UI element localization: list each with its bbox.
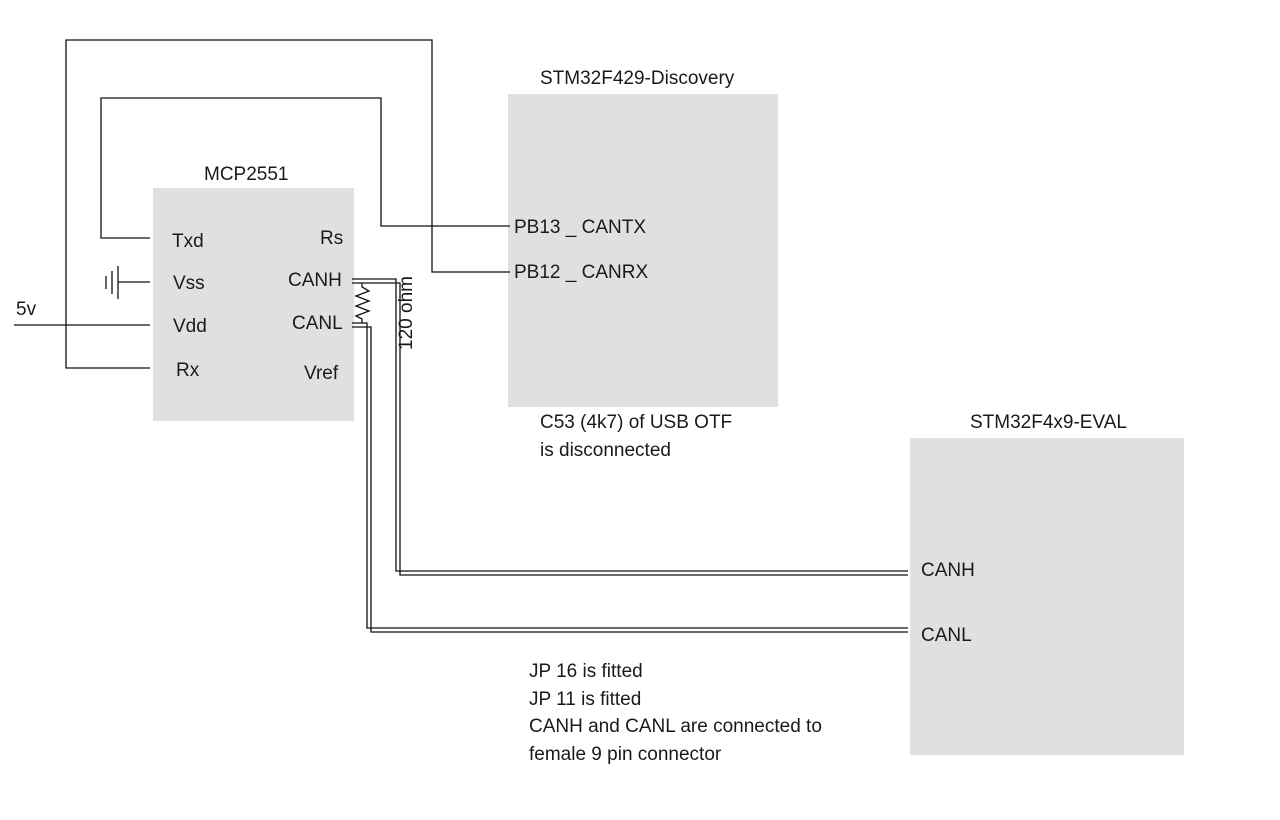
wire-canh-a bbox=[352, 278, 908, 572]
eval-pin-canl: CANL bbox=[921, 625, 972, 646]
pin-pb13-cantx: PB13 _ CANTX bbox=[514, 217, 646, 238]
resistor-label: 120 ohm bbox=[395, 276, 417, 350]
pin-vref: Vref bbox=[304, 363, 339, 384]
discovery-title: STM32F429-Discovery bbox=[540, 68, 735, 89]
discovery-note: C53 (4k7) of USB OTF is disconnected bbox=[540, 409, 732, 464]
wire-canl-a bbox=[352, 322, 908, 629]
supply-label: 5v bbox=[16, 299, 37, 320]
bottom-note-line: female 9 pin connector bbox=[529, 743, 722, 765]
mcp2551-title: MCP2551 bbox=[204, 164, 289, 185]
pin-vdd: Vdd bbox=[173, 316, 207, 337]
discovery-board bbox=[508, 94, 778, 407]
eval-board bbox=[910, 438, 1184, 755]
pin-vss: Vss bbox=[173, 273, 205, 294]
bottom-note: JP 16 is fitted JP 11 is fitted CANH and… bbox=[529, 658, 822, 768]
pin-canl: CANL bbox=[292, 313, 343, 334]
eval-title: STM32F4x9-EVAL bbox=[970, 412, 1127, 433]
mcp2551-chip bbox=[153, 188, 354, 421]
pin-pb12-canrx: PB12 _ CANRX bbox=[514, 262, 649, 283]
pin-rs: Rs bbox=[320, 228, 344, 249]
wire-txd-cantx bbox=[100, 97, 510, 239]
wire-canh-b bbox=[352, 282, 908, 576]
discovery-note-line: C53 (4k7) of USB OTF bbox=[540, 412, 733, 433]
bottom-note-line: JP 11 is fitted bbox=[529, 688, 642, 710]
pin-txd: Txd bbox=[172, 231, 204, 252]
bottom-note-line: JP 16 is fitted bbox=[529, 661, 643, 682]
pin-canh: CANH bbox=[288, 270, 342, 291]
pin-rx: Rx bbox=[176, 360, 200, 381]
wire-canl-b bbox=[352, 326, 908, 633]
termination-resistor bbox=[354, 283, 371, 323]
bottom-note-line: CANH and CANL are connected to bbox=[529, 716, 822, 737]
wire-rx-canrx bbox=[65, 39, 510, 369]
eval-pin-canh: CANH bbox=[921, 560, 975, 581]
discovery-note-line: is disconnected bbox=[540, 439, 671, 461]
